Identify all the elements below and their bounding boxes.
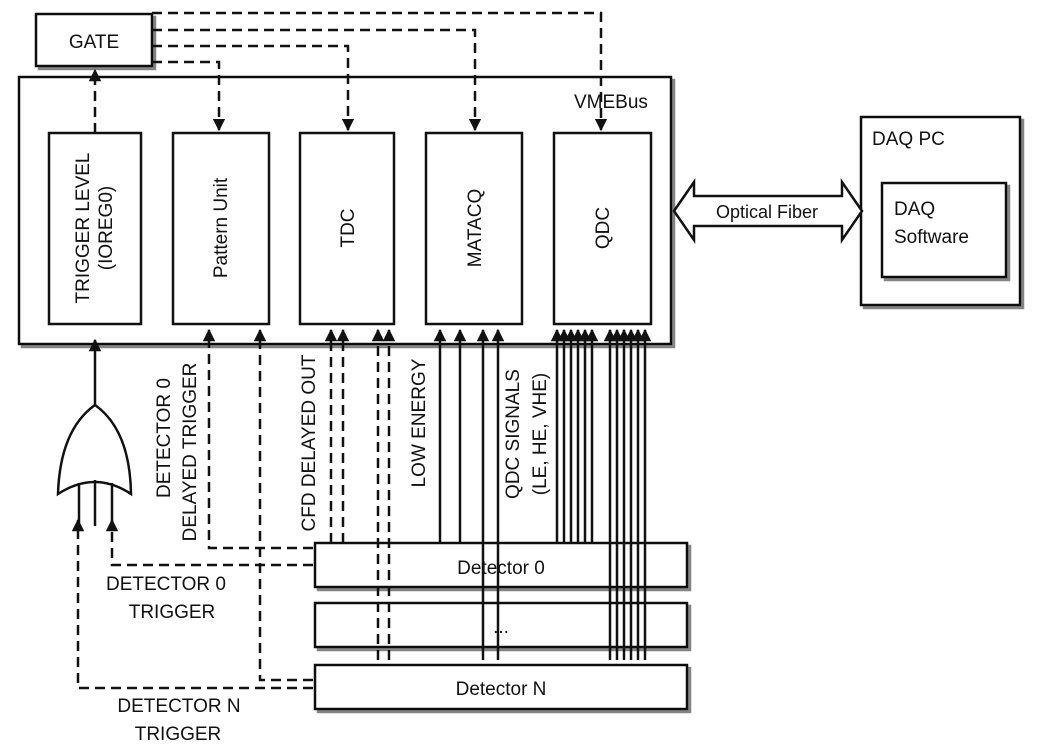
detector0-trigger-line2: TRIGGER xyxy=(129,602,216,623)
trigger-labels: DETECTOR 0 TRIGGER DETECTOR N TRIGGER xyxy=(106,574,241,745)
detector0-delayed-trigger-line1: DETECTOR 0 xyxy=(154,378,175,498)
daq-pc-block: DAQ PC DAQ Software xyxy=(859,115,1022,307)
low-energy-lines xyxy=(433,328,505,660)
detectorN-trigger-line2: TRIGGER xyxy=(135,724,222,745)
cfd-delayed-out-label: CFD DELAYED OUT xyxy=(299,354,320,531)
module-matacq: MATACQ xyxy=(424,131,524,326)
module-tdc: TDC xyxy=(298,131,396,326)
pattern-unit-label: Pattern Unit xyxy=(211,177,232,278)
tdc-label: TDC xyxy=(338,208,359,247)
optical-fiber-label: Optical Fiber xyxy=(716,202,818,222)
optical-fiber-link: Optical Fiber xyxy=(672,177,864,245)
svg-text:TRIGGER LEVEL: TRIGGER LEVEL xyxy=(73,153,94,304)
detectorN-trigger-line1: DETECTOR N xyxy=(117,696,240,717)
detector0-delayed-trigger-line2: DELAYED TRIGGER xyxy=(180,363,201,542)
module-trigger-level: TRIGGER LEVEL (IOREG0) xyxy=(47,131,143,326)
low-energy-label: LOW ENERGY xyxy=(409,358,430,487)
signal-labels: DETECTOR 0 DELAYED TRIGGER CFD DELAYED O… xyxy=(154,354,551,541)
svg-text:(IOREG0): (IOREG0) xyxy=(96,186,117,270)
or-gate xyxy=(56,338,133,526)
qdc-signal-lines xyxy=(550,328,652,660)
qdc-label: QDC xyxy=(593,207,614,249)
daq-software-line1: DAQ xyxy=(894,199,935,220)
detector-ellipsis-label: ... xyxy=(493,617,509,638)
detector-n-label: Detector N xyxy=(456,679,547,700)
trigger-level-line2: (IOREG0) xyxy=(96,186,117,270)
module-qdc: QDC xyxy=(552,131,653,326)
qdc-signals-line2: (LE, HE, VHE) xyxy=(530,373,551,495)
daq-pc-label: DAQ PC xyxy=(872,129,945,150)
gate-label: GATE xyxy=(69,32,119,53)
gate-signal-lines xyxy=(88,11,608,133)
daq-software-line2: Software xyxy=(894,227,969,248)
module-pattern-unit: Pattern Unit xyxy=(171,131,271,326)
gate-block: GATE xyxy=(34,12,154,68)
qdc-signals-line1: QDC SIGNALS xyxy=(503,369,524,499)
trigger-level-line1: TRIGGER LEVEL xyxy=(73,153,94,304)
trigger-lines xyxy=(71,328,396,690)
detector0-trigger-line1: DETECTOR 0 xyxy=(106,574,226,595)
vmebus-label: VMEBus xyxy=(574,92,648,113)
detector-0-label: Detector 0 xyxy=(457,558,545,579)
matacq-label: MATACQ xyxy=(465,189,486,267)
